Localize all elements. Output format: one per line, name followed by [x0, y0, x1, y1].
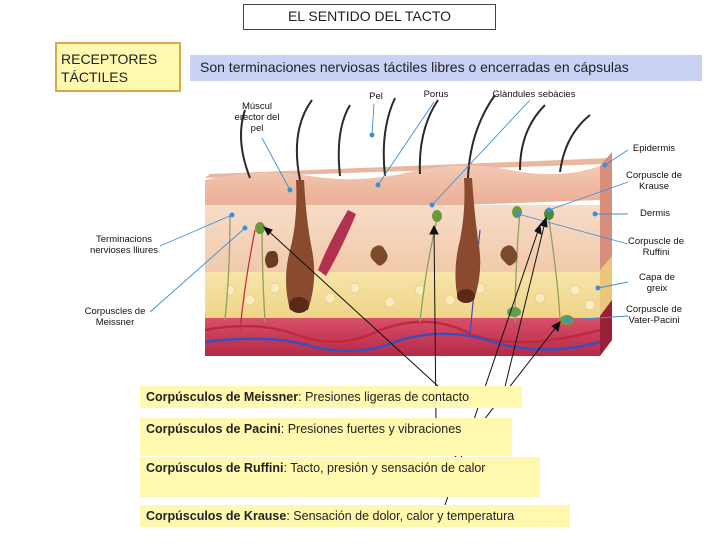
label-greix: Capa de greix	[639, 272, 675, 294]
label-pel: Pel	[369, 91, 383, 102]
label-krause: Corpuscle de Krause	[626, 170, 682, 192]
label-musculo: Múscul erector del pel	[234, 101, 280, 134]
caption-meissner-text: : Presiones ligeras de contacto	[298, 390, 470, 404]
label-epidermis: Epidermis	[632, 143, 676, 154]
receptores-label: RECEPTORES TÁCTILES	[55, 42, 181, 92]
caption-ruffini-text: : Tacto, presión y sensación de calor	[283, 461, 486, 475]
label-glandules: Glàndules sebàcies	[492, 89, 576, 100]
leader-lines	[149, 99, 629, 323]
label-dermis: Dermis	[639, 208, 671, 219]
caption-meissner-name: Corpúsculos de Meissner	[146, 390, 299, 404]
caption-ruffini-name: Corpúsculos de Ruffini	[146, 461, 284, 475]
skin-block	[204, 152, 612, 356]
caption-krause-text: : Sensación de dolor, calor y temperatur…	[286, 509, 515, 523]
label-ruffini: Corpuscle de Ruffini	[628, 236, 684, 258]
caption-pacini-name: Corpúsculos de Pacini	[146, 422, 281, 436]
label-vater-pacini: Corpuscle de Vater-Pacini	[626, 304, 682, 326]
caption-pacini: Corpúsculos de Pacini: Presiones fuertes…	[140, 418, 512, 456]
definition-banner: Son terminaciones nerviosas táctiles lib…	[190, 55, 702, 81]
label-meissner: Corpuscles de Meissner	[84, 306, 146, 328]
caption-krause-name: Corpúsculos de Krause	[146, 509, 287, 523]
caption-pacini-text: : Presiones fuertes y vibraciones	[280, 422, 462, 436]
caption-meissner: Corpúsculos de Meissner: Presiones liger…	[140, 386, 522, 408]
label-terminacions: Terminacions nervioses lliures	[89, 234, 159, 256]
page-title: EL SENTIDO DEL TACTO	[243, 4, 496, 30]
caption-ruffini: Corpúsculos de Ruffini: Tacto, presión y…	[140, 457, 540, 497]
label-porus: Porus	[423, 89, 449, 100]
caption-krause: Corpúsculos de Krause: Sensación de dolo…	[140, 505, 570, 527]
